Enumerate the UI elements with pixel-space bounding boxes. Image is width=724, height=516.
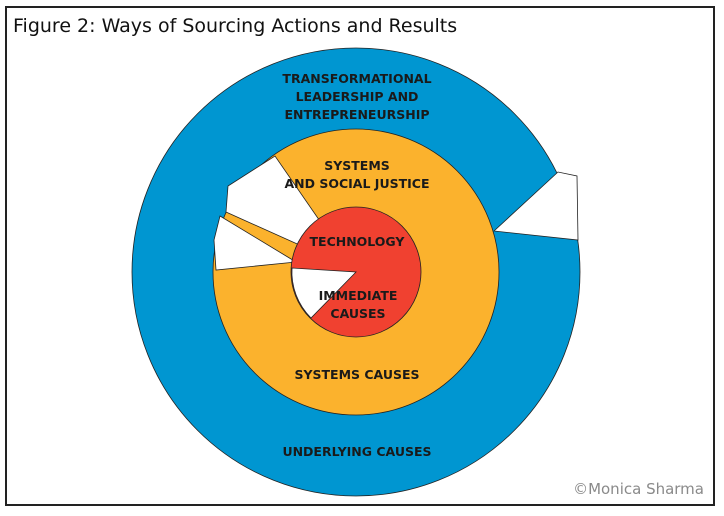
middle-bottom-label: SYSTEMS CAUSES <box>294 367 419 382</box>
figure-title: Figure 2: Ways of Sourcing Actions and R… <box>13 15 458 37</box>
middle-top-label-line-1: SYSTEMS <box>324 158 390 173</box>
inner-circle-gap-wedge <box>291 267 357 319</box>
outer-bottom-label: UNDERLYING CAUSES <box>282 444 431 459</box>
outer-top-label-line-2: LEADERSHIP AND <box>296 89 419 104</box>
middle-top-label-line-2: AND SOCIAL JUSTICE <box>284 176 429 191</box>
outer-top-label-line-1: TRANSFORMATIONAL <box>282 71 431 86</box>
outer-top-label-line-3: ENTREPRENEURSHIP <box>284 107 429 122</box>
inner-top-label: TECHNOLOGY <box>310 234 406 249</box>
outer-ring-gap-wedge <box>493 171 579 241</box>
inner-bottom-label-line-1: IMMEDIATE <box>319 288 398 303</box>
middle-ring-gap-wedge-lower <box>213 215 298 271</box>
inner-bottom-label-line-2: CAUSES <box>330 306 385 321</box>
copyright-notice: ©Monica Sharma <box>573 480 704 498</box>
